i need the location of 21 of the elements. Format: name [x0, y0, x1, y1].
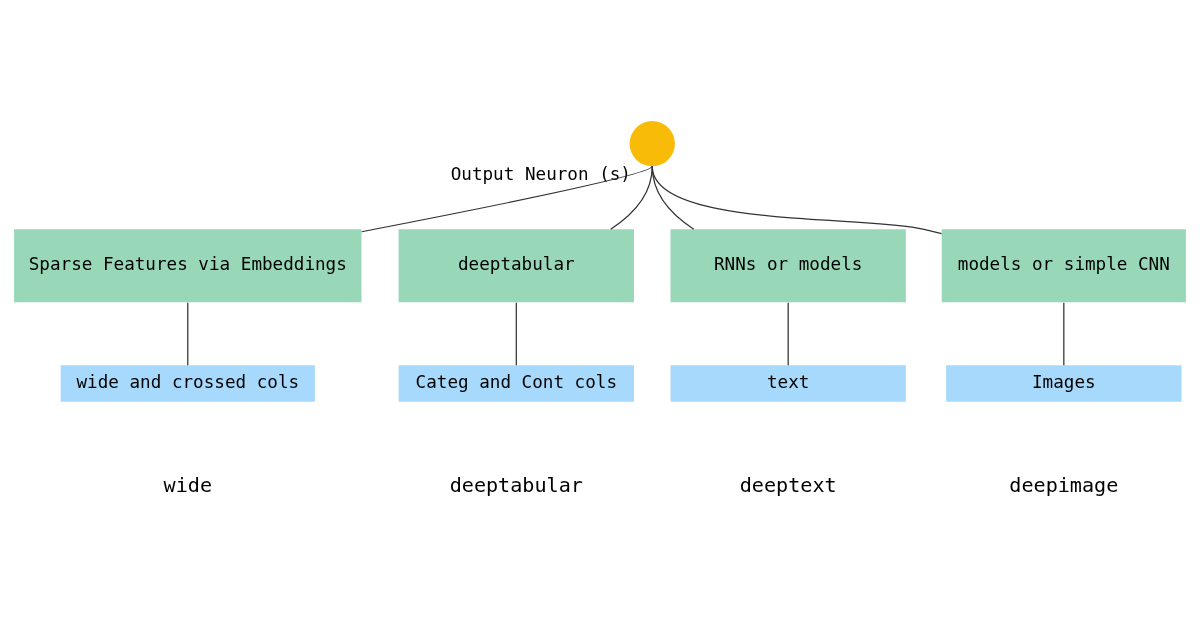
connector	[651, 165, 943, 234]
connector	[610, 165, 653, 230]
label: deepimage	[1009, 472, 1119, 497]
node-box: models or simple CNN	[941, 228, 1186, 302]
connector	[787, 301, 789, 366]
label: deeptext	[739, 472, 837, 497]
node-label: Output Neuron (s)	[450, 163, 631, 184]
connector	[515, 301, 517, 366]
connector	[187, 301, 189, 366]
connector	[1063, 301, 1065, 366]
node-box: wide and crossed cols	[60, 364, 315, 402]
node-box: Images	[946, 364, 1182, 402]
label: wide	[163, 472, 213, 497]
node-circle	[629, 120, 675, 166]
node-box: RNNs or models	[670, 228, 906, 302]
node-box: text	[670, 364, 906, 402]
node-box: Sparse Features via Embeddings	[14, 228, 362, 302]
node-box: Categ and Cont cols	[398, 364, 634, 402]
node-box: deeptabular	[398, 228, 634, 302]
label: deeptabular	[449, 472, 583, 497]
connector	[361, 165, 653, 232]
